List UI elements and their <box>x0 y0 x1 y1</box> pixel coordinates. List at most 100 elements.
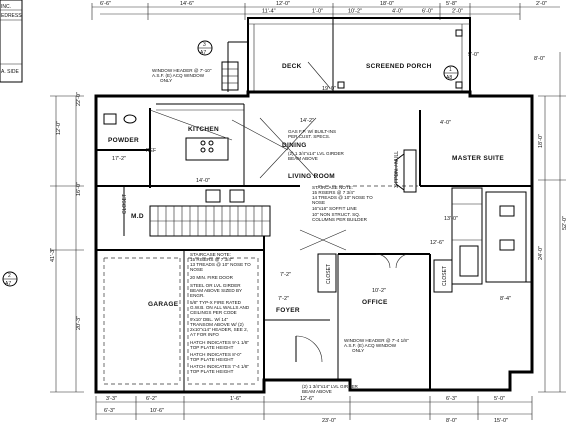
dim-bottom-4: 8'-0" <box>446 418 457 424</box>
svg-text:5/8" TYP-X FIRE RATED: 5/8" TYP-X FIRE RATED <box>190 300 242 305</box>
dim-right-3: 52'-0" <box>562 216 568 230</box>
svg-text:ENGR.: ENGR. <box>190 293 205 298</box>
dim-top-inner-5: 6'-0" <box>422 9 433 15</box>
dim-living-left: 14'-0" <box>196 178 210 184</box>
svg-text:STAIRCASE NOTE:: STAIRCASE NOTE: <box>312 185 353 190</box>
dim-top-6: 2'-0" <box>536 1 547 7</box>
svg-text:15 RISERS @ 7 3/4": 15 RISERS @ 7 3/4" <box>190 257 233 262</box>
top-dimension-strings: 6'-6" 14'-6" 12'-0" 18'-0" 5'-8" 2'-0" 1… <box>91 1 560 20</box>
dim-left-1: 12'-0" <box>56 121 62 135</box>
dim-top-3: 12'-0" <box>276 1 290 7</box>
svg-text:2x10"x14" HEADER, SEE 2,: 2x10"x14" HEADER, SEE 2, <box>190 327 248 332</box>
svg-text:14 TREADS @ 10" NOSE TO: 14 TREADS @ 10" NOSE TO <box>312 195 373 200</box>
dim-right-1: 18'-0" <box>538 134 544 148</box>
bottom-dimension-strings: 3'-3" 6'-2" 1'-6" 12'-6" 6'-3" 5'-0" 6'-… <box>95 396 533 424</box>
interior-walls: POWDER REF 17'-2" KITCHEN DINING GAS F.P… <box>96 103 532 394</box>
svg-text:BEAM ABOVE: BEAM ABOVE <box>288 156 318 161</box>
section-tag-3-a7: 3 A7 <box>197 40 213 56</box>
dim-master: 4'-0" <box>440 120 451 126</box>
room-label-deck: DECK <box>282 63 302 70</box>
room-label-screened-porch: SCREENED PORCH <box>366 63 432 70</box>
svg-text:WINDOW HEADER @ 7'-4 1/8": WINDOW HEADER @ 7'-4 1/8" <box>344 338 409 343</box>
svg-text:NOSE: NOSE <box>190 267 203 272</box>
room-label-foyer: FOYER <box>276 307 300 314</box>
dim-foyer: 7'-2" <box>278 296 289 302</box>
svg-text:GAS F.P. W/ BUILT-INS: GAS F.P. W/ BUILT-INS <box>288 129 336 134</box>
svg-text:PER CUST. SPECS.: PER CUST. SPECS. <box>288 134 330 139</box>
dim-bottom-3: 23'-0" <box>322 418 336 424</box>
dim-top-inner-4: 4'-0" <box>392 9 403 15</box>
dim-office: 10'-2" <box>372 288 386 294</box>
svg-text:3: 3 <box>203 42 206 48</box>
dim-bottom-inner-1: 3'-3" <box>106 396 117 402</box>
svg-text:A.S.F. (E) ACQ WINDOW: A.S.F. (E) ACQ WINDOW <box>344 343 397 348</box>
svg-text:15 RISERS @ 7 3/4": 15 RISERS @ 7 3/4" <box>312 190 355 195</box>
room-label-dining: DINING <box>282 142 307 149</box>
svg-text:HATCH INDICATES 9'-1 1/8": HATCH INDICATES 9'-1 1/8" <box>190 340 249 345</box>
svg-text:(2) 1 3/4"x14" LVL GIRDER: (2) 1 3/4"x14" LVL GIRDER <box>302 384 359 389</box>
room-label-mud: M.D <box>131 213 144 220</box>
svg-text:G.W.B. ON ALL WALLS AND: G.W.B. ON ALL WALLS AND <box>190 305 250 310</box>
dim-int-3: 7'-2" <box>280 272 291 278</box>
dim-bath: 8'-4" <box>500 296 511 302</box>
svg-text:A8: A8 <box>446 75 452 81</box>
label-closet-center: CLOSET <box>326 264 332 284</box>
note-window-header-top: WINDOW HEADER @ 7'-10" A.S.F. (E) ACQ WI… <box>152 68 212 83</box>
svg-text:TOP PLATE HEIGHT: TOP PLATE HEIGHT <box>190 369 234 374</box>
dim-top-inner-1: 11'-4" <box>262 9 276 15</box>
svg-text:NOSE: NOSE <box>312 200 325 205</box>
label-ref: REF <box>146 148 156 154</box>
title-block-line3: A. SIDE <box>1 69 19 75</box>
svg-text:(2) 1 3/4"x14" LVL GIRDER: (2) 1 3/4"x14" LVL GIRDER <box>288 151 345 156</box>
deck-and-porch: DECK SCREENED PORCH 9'-0" <box>227 17 479 93</box>
room-label-office: OFFICE <box>362 299 388 306</box>
dim-right-2: 24'-0" <box>538 246 544 260</box>
dim-porch-right: 9'-0" <box>468 52 479 58</box>
svg-text:A.S.F. (E) ACQ WINDOW: A.S.F. (E) ACQ WINDOW <box>152 73 205 78</box>
dim-top-5: 5'-8" <box>446 1 457 7</box>
dim-int-1: 19'-0" <box>322 86 336 92</box>
dim-bottom-inner-2: 6'-2" <box>146 396 157 402</box>
dim-top-inner-2: 1'-0" <box>312 9 323 15</box>
dim-top-4: 18'-0" <box>380 1 394 7</box>
dim-top-1: 6'-6" <box>100 1 111 7</box>
dim-bottom-inner-4: 12'-6" <box>300 396 314 402</box>
title-block-line2: EDRESS <box>1 13 22 19</box>
dim-left-2: 16'-0" <box>76 182 82 196</box>
svg-text:13 TREADS @ 10" NOSE TO: 13 TREADS @ 10" NOSE TO <box>190 262 251 267</box>
deck-stair <box>221 61 239 91</box>
svg-text:20 MIN. FIRE DOOR: 20 MIN. FIRE DOOR <box>190 275 234 280</box>
svg-text:A7 FOR INFO: A7 FOR INFO <box>190 332 219 337</box>
dim-bottom-2: 10'-6" <box>150 408 164 414</box>
dim-top-2: 14'-6" <box>180 1 194 7</box>
dim-bottom-inner-5: 6'-3" <box>446 396 457 402</box>
svg-text:TOP PLATE HEIGHT: TOP PLATE HEIGHT <box>190 345 234 350</box>
section-tag-2-a7: 2 A7 <box>2 271 18 287</box>
svg-text:1: 1 <box>449 67 452 73</box>
title-block: INC. EDRESS A. SIDE <box>0 0 23 83</box>
dim-int-5: 12'-6" <box>430 240 444 246</box>
svg-text:STAIRCASE NOTE:: STAIRCASE NOTE: <box>190 252 231 257</box>
left-dimension-strings: 12'-0" 16'-0" 20'-3" 41'-3" 22'-0" <box>50 92 84 393</box>
dim-left-5: 22'-0" <box>76 92 82 106</box>
room-label-living-room: LIVING ROOM <box>288 173 335 180</box>
svg-text:10" NON STRUCT. SQ.: 10" NON STRUCT. SQ. <box>312 212 360 217</box>
room-label-master-suite: MASTER SUITE <box>452 155 504 162</box>
svg-text:A7: A7 <box>5 281 11 287</box>
svg-text:BEAM ABOVE SIZED BY: BEAM ABOVE SIZED BY <box>190 288 242 293</box>
interior-dimensions: 19'-0" 13'-0" 7'-2" 14'-2" 12'-6" <box>280 86 458 278</box>
svg-text:9'x10' DBL. W/ 14": 9'x10' DBL. W/ 14" <box>190 317 228 322</box>
dim-bottom-inner-3: 1'-6" <box>230 396 241 402</box>
svg-text:CEILINGS PER CODE: CEILINGS PER CODE <box>190 310 237 315</box>
dim-left-3: 20'-3" <box>76 316 82 330</box>
svg-text:COLUMNS PER BUILDER: COLUMNS PER BUILDER <box>312 217 368 222</box>
dim-left-4: 41'-3" <box>50 248 56 262</box>
room-label-powder: POWDER <box>108 137 139 144</box>
right-dimension-strings: 18'-0" 24'-0" 52'-0" 8'-0" <box>534 52 568 393</box>
dim-bottom-inner-6: 5'-0" <box>494 396 505 402</box>
svg-text:ONLY: ONLY <box>160 78 172 83</box>
svg-text:TOP PLATE HEIGHT: TOP PLATE HEIGHT <box>190 357 234 362</box>
dim-bottom-1: 6'-3" <box>104 408 115 414</box>
svg-text:2: 2 <box>8 273 11 279</box>
